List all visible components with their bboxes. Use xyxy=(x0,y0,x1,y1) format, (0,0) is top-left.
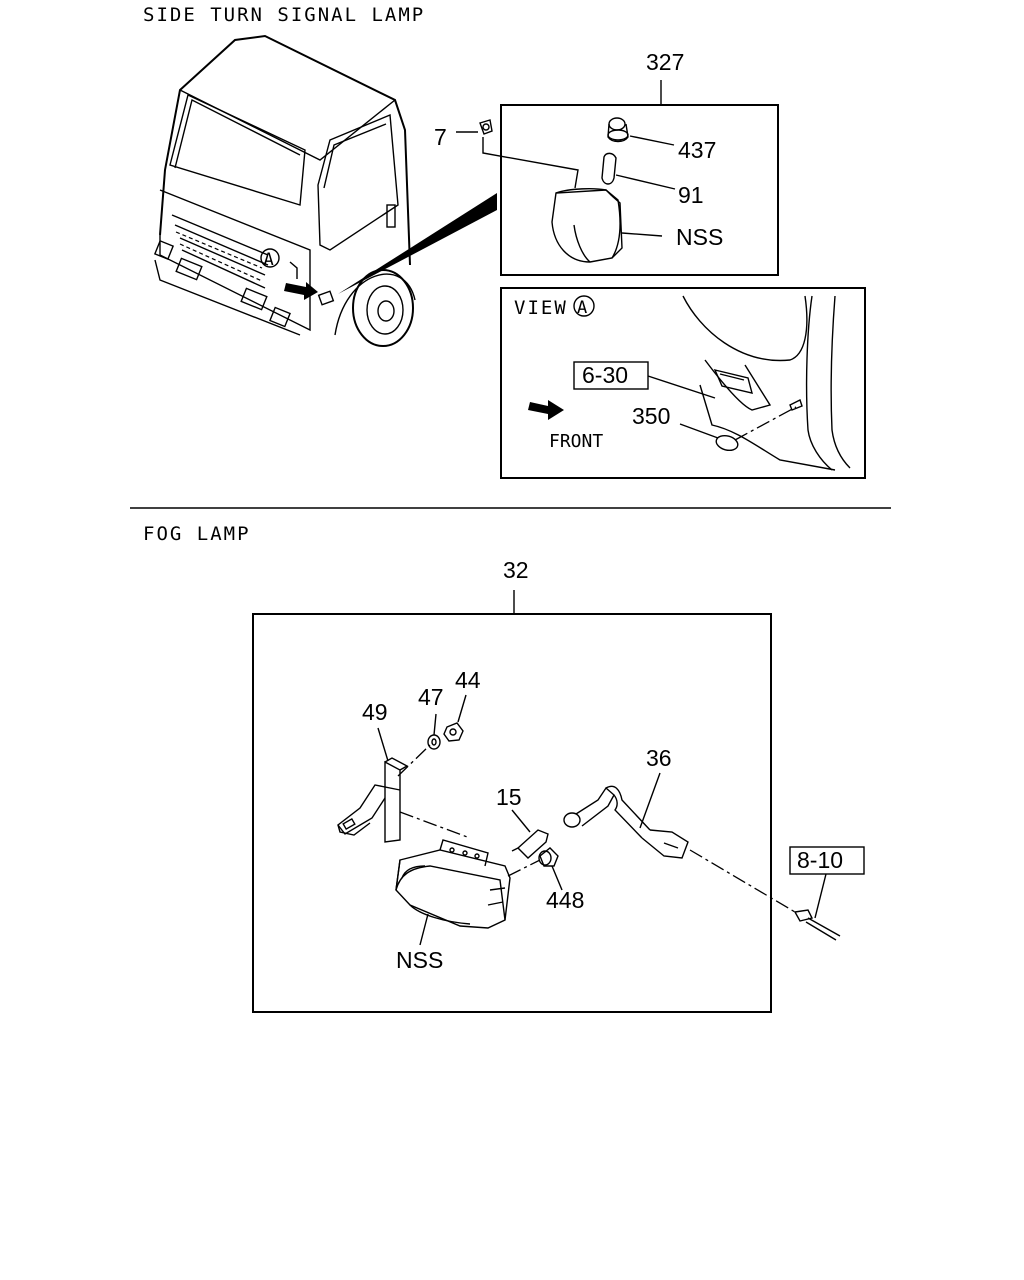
label-15: 15 xyxy=(496,784,522,810)
view-a-box: VIEW A 6-30 350 FRONT xyxy=(500,287,866,479)
side-turn-signal-title: SIDE TURN SIGNAL LAMP xyxy=(143,4,425,26)
side-lamp-assembly-box: 327 437 91 NSS 7 xyxy=(434,49,779,276)
view-marker: A xyxy=(577,298,587,318)
view-title: VIEW xyxy=(514,297,568,319)
label-437: 437 xyxy=(678,137,716,163)
label-47: 47 xyxy=(418,684,444,710)
label-350: 350 xyxy=(632,403,670,429)
ref-8-10: 8-10 xyxy=(797,847,843,873)
label-32: 32 xyxy=(503,557,529,583)
truck-cab-illustration: A xyxy=(153,34,497,347)
label-44: 44 xyxy=(455,667,481,693)
fog-lamp-title: FOG LAMP xyxy=(143,523,251,545)
label-7: 7 xyxy=(434,124,447,150)
label-327: 327 xyxy=(646,49,684,75)
cab-view-marker: A xyxy=(264,250,274,270)
ref-6-30: 6-30 xyxy=(582,362,628,388)
front-label: FRONT xyxy=(549,431,603,452)
label-nss-fog: NSS xyxy=(396,947,443,973)
label-36: 36 xyxy=(646,745,672,771)
label-49: 49 xyxy=(362,699,388,725)
label-448: 448 xyxy=(546,887,584,913)
fog-lamp-assembly-box: 32 49 47 44 NSS xyxy=(252,557,865,1013)
label-nss-side: NSS xyxy=(676,224,723,250)
label-91: 91 xyxy=(678,182,704,208)
